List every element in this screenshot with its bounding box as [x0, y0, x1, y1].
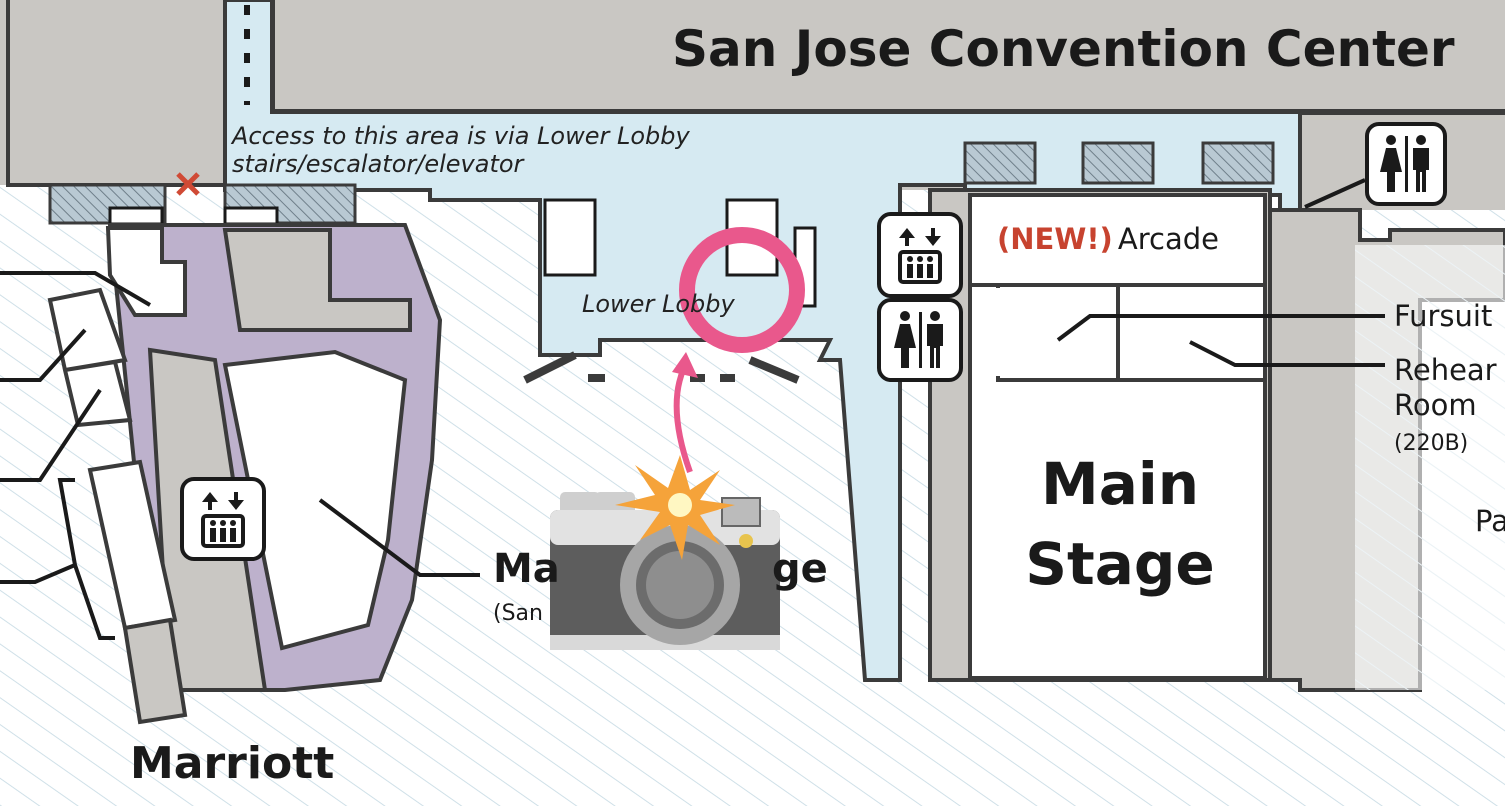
main-stage-room[interactable] — [968, 193, 1267, 680]
marriott-stage-label-left[interactable]: Ma — [493, 546, 560, 592]
restroom-icon — [877, 298, 963, 382]
elevator-icon — [877, 212, 963, 298]
fursuit-label[interactable]: Fursuit — [1394, 299, 1493, 333]
main-stage-label-line2[interactable]: Stage — [1025, 530, 1215, 598]
access-note-line1: Access to this area is via Lower Lobby — [232, 122, 690, 150]
arcade-text: Arcade — [1117, 222, 1219, 256]
rehearsal-room-number: (220B) — [1394, 431, 1469, 456]
marriott-stage-label-right[interactable]: ge — [772, 546, 828, 592]
access-note-line2: stairs/escalator/elevator — [232, 150, 524, 178]
marriott-stage-room[interactable] — [222, 349, 408, 651]
elevator-icon — [180, 477, 266, 561]
arrow-icon — [673, 366, 693, 474]
building-wall-left — [0, 0, 225, 185]
cut-off-label: Pa — [1475, 504, 1505, 538]
page-title: San Jose Convention Center — [672, 20, 1455, 78]
rehearsal-room[interactable] — [1122, 288, 1262, 376]
arcade-label[interactable]: (NEW!) Arcade — [997, 225, 1219, 254]
new-badge: (NEW!) — [997, 222, 1113, 256]
rehearsal-label-line2: Room — [1394, 388, 1477, 422]
fursuit-lounge-room[interactable] — [995, 288, 1115, 376]
restroom-icon — [1365, 122, 1447, 206]
closed-x-icon — [176, 172, 200, 196]
main-stage-label-line1[interactable]: Main — [1040, 450, 1200, 518]
lower-lobby-label: Lower Lobby — [582, 290, 735, 318]
marriott-label: Marriott — [130, 738, 335, 789]
marriott-stage-sublabel: (San — [493, 601, 543, 626]
camera-flash-icon — [550, 455, 780, 650]
highlight-circle — [679, 227, 805, 353]
rehearsal-label-line1[interactable]: Rehear — [1394, 353, 1497, 387]
